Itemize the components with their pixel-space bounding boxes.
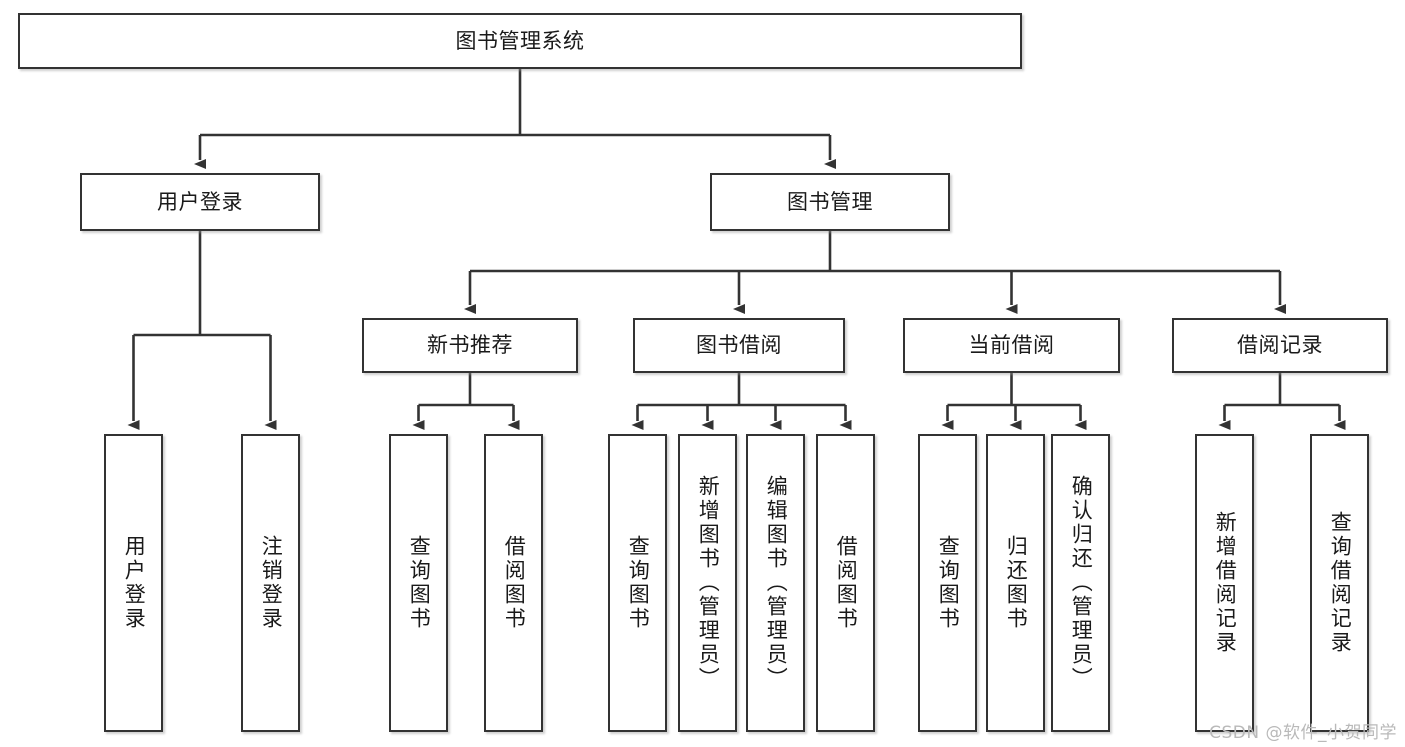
node-leaf-borrow-book-2[interactable]: 借阅图书 [816, 434, 875, 732]
node-label: 图书借阅 [696, 333, 782, 358]
node-book-borrow[interactable]: 图书借阅 [633, 318, 845, 373]
node-leaf-query-book-2[interactable]: 查询图书 [608, 434, 667, 732]
node-label: 查询图书 [407, 535, 432, 631]
node-leaf-return-book[interactable]: 归还图书 [986, 434, 1045, 732]
node-leaf-edit-book[interactable]: 编辑图书（管理员） [746, 434, 805, 732]
node-label: 注销登录 [259, 535, 284, 631]
node-label: 借阅图书 [502, 535, 527, 631]
node-leaf-user-login[interactable]: 用户登录 [104, 434, 163, 732]
node-leaf-query-book-3[interactable]: 查询图书 [918, 434, 977, 732]
node-label: 新书推荐 [427, 333, 513, 358]
node-label: 图书管理系统 [455, 28, 585, 53]
node-leaf-logout[interactable]: 注销登录 [241, 434, 300, 732]
node-leaf-query-book-1[interactable]: 查询图书 [389, 434, 448, 732]
node-label: 编辑图书（管理员） [764, 475, 789, 691]
node-label: 用户登录 [157, 189, 243, 214]
csdn-watermark: CSDN @软件_小贺同学 [1209, 723, 1397, 743]
node-book-manage[interactable]: 图书管理 [710, 173, 950, 231]
node-label: 查询图书 [626, 535, 651, 631]
node-leaf-add-book[interactable]: 新增图书（管理员） [678, 434, 737, 732]
node-label: 当前借阅 [968, 333, 1055, 358]
node-label: 确认归还（管理员） [1069, 475, 1094, 691]
node-borrow-records[interactable]: 借阅记录 [1172, 318, 1388, 373]
node-root[interactable]: 图书管理系统 [18, 13, 1022, 69]
node-leaf-query-record[interactable]: 查询借阅记录 [1310, 434, 1369, 732]
node-label: 借阅记录 [1237, 333, 1323, 358]
node-label: 归还图书 [1004, 535, 1029, 631]
node-label: 借阅图书 [834, 535, 859, 631]
node-label: 查询借阅记录 [1328, 511, 1353, 655]
node-leaf-borrow-book-1[interactable]: 借阅图书 [484, 434, 543, 732]
node-leaf-confirm-return[interactable]: 确认归还（管理员） [1051, 434, 1110, 732]
node-new-book-recommend[interactable]: 新书推荐 [362, 318, 578, 373]
node-leaf-add-record[interactable]: 新增借阅记录 [1195, 434, 1254, 732]
node-current-borrow[interactable]: 当前借阅 [903, 318, 1120, 373]
node-label: 新增图书（管理员） [696, 475, 721, 691]
node-user-login[interactable]: 用户登录 [80, 173, 320, 231]
node-label: 用户登录 [122, 535, 147, 631]
node-label: 图书管理 [787, 189, 873, 214]
node-label: 查询图书 [936, 535, 961, 631]
node-label: 新增借阅记录 [1213, 511, 1238, 655]
